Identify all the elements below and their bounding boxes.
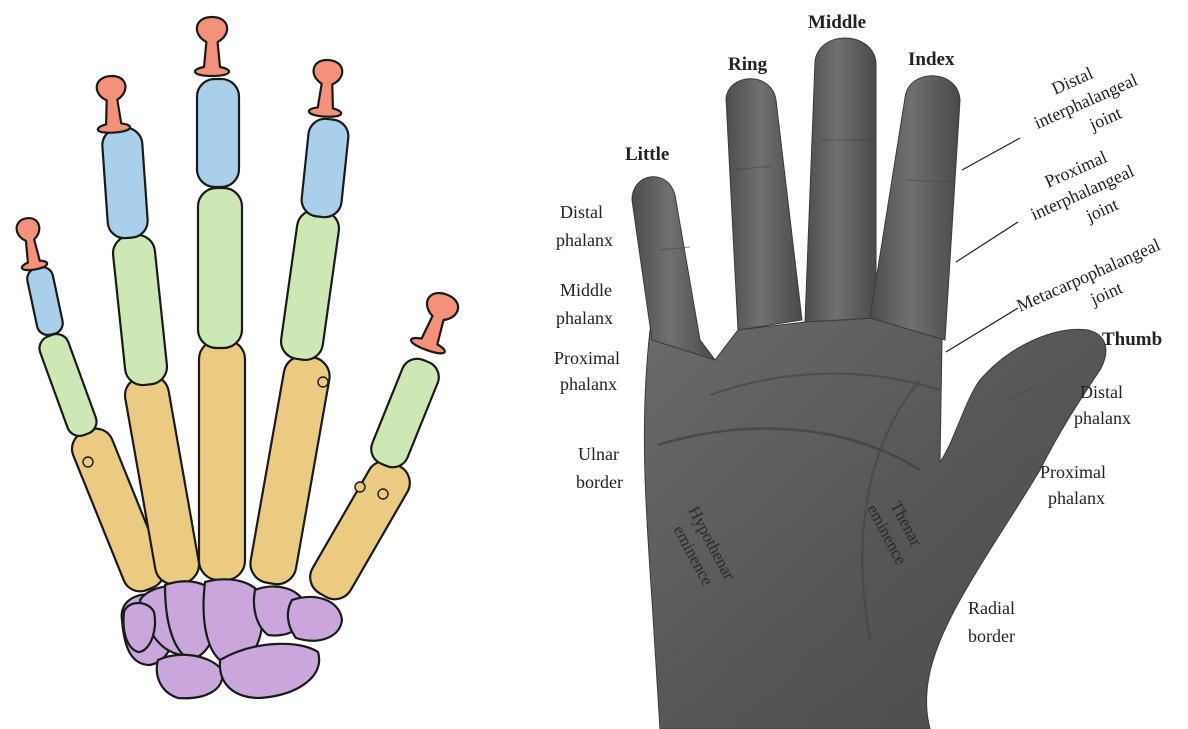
middle-phalanx-ring (101, 127, 149, 240)
mcp-joint-label-line1: Metacarpophalangeal (1013, 234, 1163, 315)
radial-border-label-line1: Radial (968, 598, 1015, 618)
proximal-phalanx-thumb (366, 354, 443, 472)
finger-label-thumb: Thumb (1102, 329, 1162, 350)
proximal-phalanx-ring (111, 233, 168, 387)
palm-photograph: Little Ring Middle Index Thumb Distal ph… (540, 0, 1188, 729)
finger-label-little: Little (625, 144, 669, 165)
pip-joint-label: Proximal interphalangeal joint (1018, 139, 1147, 246)
dip-joint-label: Distal interphalangeal joint (1021, 47, 1150, 154)
middle-phalanx-index (300, 117, 350, 219)
proximal-phalanx-middle (198, 188, 242, 348)
pip-joint-leader (956, 222, 1018, 262)
bone-foramen-mark-2 (378, 489, 388, 499)
ulnar-border-label-line2: border (576, 472, 623, 492)
distal-phalanx-little (14, 216, 48, 272)
distal-phalanx-index (309, 59, 345, 118)
proximal-phalanx-index (279, 208, 341, 362)
distal-phalanx-label-line1: Distal (560, 202, 603, 222)
finger-label-index: Index (908, 49, 955, 70)
joint-leader-lines (946, 138, 1020, 352)
dip-joint-leader (962, 138, 1020, 170)
bone-foramen-mark-1 (318, 377, 328, 387)
carpal-scaphoid (220, 644, 319, 698)
middle-phalanx-label-line2: phalanx (556, 308, 613, 328)
metacarpal-index (247, 353, 332, 587)
carpal-ulnar-edge (124, 603, 156, 652)
proximal-phalanx-label-line2: phalanx (560, 374, 617, 394)
carpal-lunate (157, 655, 223, 698)
thumb-proximal-label-line1: Proximal (1040, 462, 1106, 482)
thumb-distal-label-line2: phalanx (1074, 408, 1131, 428)
distal-phalanx-ring (94, 75, 130, 134)
middle-phalanx-middle (197, 79, 239, 187)
finger-label-middle: Middle (808, 12, 866, 33)
finger-label-ring: Ring (728, 54, 768, 75)
hand-skeleton-illustration (0, 0, 560, 729)
middle-phalanx-label-line1: Middle (560, 280, 612, 300)
skeleton-svg (0, 0, 560, 729)
bone-foramen-mark-3 (355, 482, 365, 492)
right-side-joint-labels: Distal interphalangeal joint Proximal in… (1013, 47, 1172, 337)
ulnar-border-label-line1: Ulnar (578, 444, 619, 464)
radial-border-label-line2: border (968, 626, 1015, 646)
left-side-labels: Distal phalanx Middle phalanx Proximal p… (554, 202, 623, 492)
metacarpal-thumb (303, 454, 416, 606)
middle-phalanx-little (25, 265, 65, 337)
mcp-joint-leader (946, 308, 1018, 352)
distal-phalanx-thumb (410, 288, 464, 356)
distal-phalanx-middle (195, 17, 229, 76)
metacarpal-middle (199, 340, 245, 580)
proximal-phalanx-label-line1: Proximal (554, 348, 620, 368)
palm-svg: Little Ring Middle Index Thumb Distal ph… (540, 0, 1188, 729)
carpal-trapezium (288, 597, 342, 641)
distal-phalanx-label-line2: phalanx (556, 230, 613, 250)
thumb-distal-label-line1: Distal (1080, 382, 1123, 402)
mcp-joint-label: Metacarpophalangeal joint (1013, 234, 1172, 337)
palm-silhouette (632, 38, 1106, 729)
bone-foramen-mark-0 (83, 457, 93, 467)
proximal-phalanx-little (36, 331, 100, 440)
thumb-proximal-label-line2: phalanx (1048, 488, 1105, 508)
